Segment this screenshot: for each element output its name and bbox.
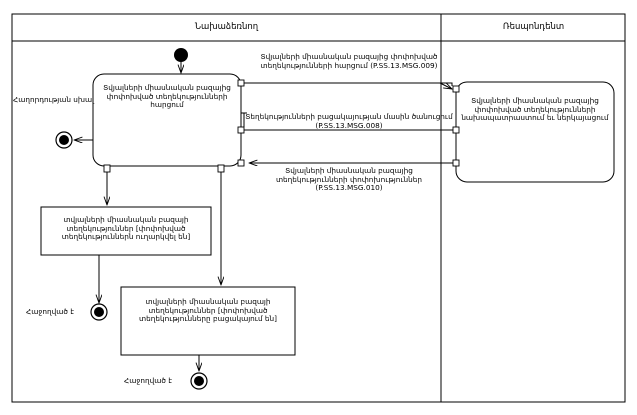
edge-label-msg008: Տեղեկությունների բացակայության մասին ծան…	[245, 112, 456, 130]
request-activity-shape	[92, 73, 242, 167]
edge-label-msg009: Տվյալների միասնական բազայից փոփոխված տեղ…	[260, 52, 440, 70]
edge-msg009-arrow	[439, 82, 452, 89]
final-success-left-label: Հաջողված է	[26, 307, 75, 316]
final-error-label: Հաղորդության սխալ	[13, 95, 95, 104]
object-absent-label: տվյալների միասնական բազայի տեղեկությունն…	[138, 297, 278, 324]
pin-respond-out-010	[452, 159, 460, 167]
pin-request-out-left	[103, 164, 111, 173]
pin-respond-in-009	[452, 85, 460, 93]
pin-request-in-008	[237, 126, 245, 134]
object-absent-shape	[120, 286, 296, 356]
request-activity-label: Տվյալների միասնական բազայից փոփոխված տեղ…	[103, 83, 234, 110]
final-success-bottom-inner	[194, 376, 204, 386]
swimlane-header-respondent: Ռեսպոնդենտ	[502, 22, 565, 32]
final-success-bottom-label: Հաջողված է	[124, 376, 173, 385]
final-error-inner	[59, 135, 69, 145]
edge-label-msg010: Տվյալների միասնական բազայից տեղեկություն…	[275, 166, 425, 193]
respond-activity-label: Տվյալների միասնական բազայից փոփոխված տեղ…	[461, 96, 609, 123]
pin-request-out-009	[237, 79, 245, 87]
swimlane-header-initiator: Նախաձեռնող	[194, 22, 259, 32]
initial-node	[174, 48, 188, 62]
pin-request-out-right	[217, 164, 225, 173]
pin-request-in-010	[237, 159, 245, 167]
object-sent-label: տվյալների միասնական բազայի տեղեկությունն…	[61, 215, 191, 242]
final-success-left-inner	[94, 307, 104, 317]
object-sent-shape	[40, 206, 212, 256]
